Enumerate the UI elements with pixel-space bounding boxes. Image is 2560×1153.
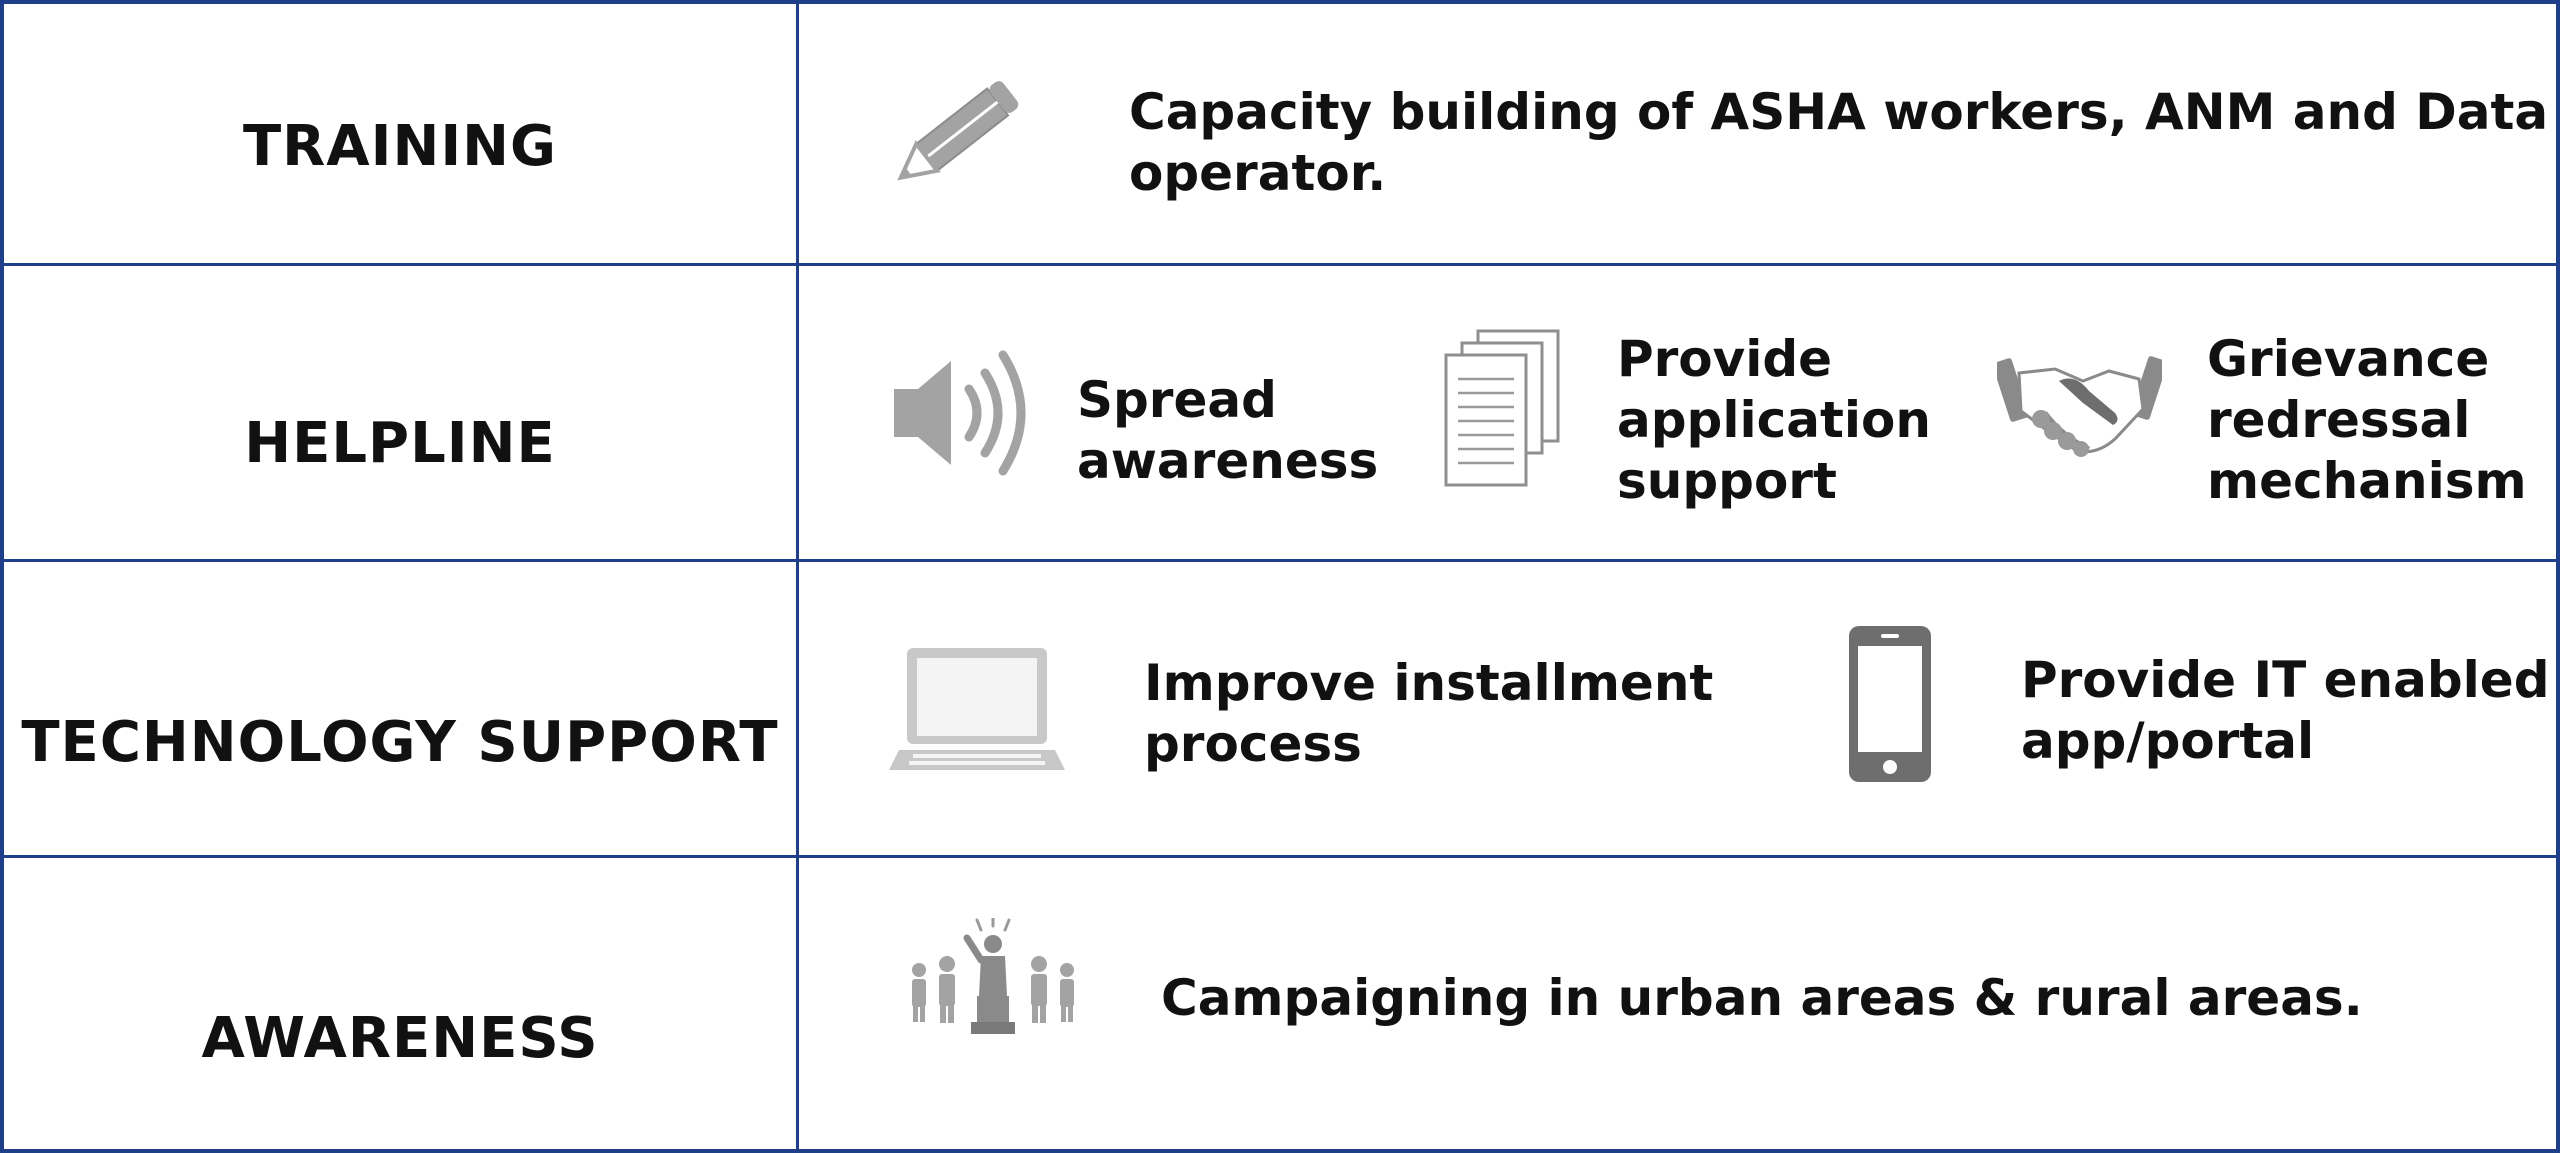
item-text-capacity-building: Capacity building of ASHA workers, ANM a… — [1129, 83, 2549, 202]
row-label-cell-helpline: HELPLINE — [4, 266, 799, 562]
row-label-cell-training: TRAINING — [4, 4, 799, 266]
handshake-icon — [1997, 351, 2162, 466]
item-text-grievance-redressal: Grievance redressal mechanism — [2207, 330, 2527, 510]
item-text-it-enabled-portal: Provide IT enabled app/portal — [2021, 651, 2550, 770]
smartphone-icon — [1847, 624, 1933, 784]
row-content-awareness: Campaigning in urban areas & rural areas… — [799, 858, 2556, 1149]
laptop-icon — [887, 646, 1067, 776]
row-content-technology-support: Improve installment process Provide IT e… — [799, 562, 2556, 858]
row-label-cell-awareness: AWARENESS — [4, 858, 799, 1149]
row-label-technology-support: TECHNOLOGY SUPPORT — [21, 710, 779, 775]
row-content-helpline: Spread awareness Provide application sup… — [799, 266, 2556, 562]
row-label-training: TRAINING — [242, 114, 558, 179]
row-label-cell-technology-support: TECHNOLOGY SUPPORT — [4, 562, 799, 858]
item-text-spread-awareness: Spread awareness — [1077, 371, 1379, 490]
row-label-awareness: AWARENESS — [201, 1006, 599, 1071]
speaker-icon — [889, 341, 1039, 486]
row-content-training: Capacity building of ASHA workers, ANM a… — [799, 4, 2556, 266]
row-label-helpline: HELPLINE — [244, 411, 556, 476]
crowd-speaker-icon — [907, 918, 1087, 1043]
pencil-icon — [894, 62, 1034, 197]
item-text-installment-process: Improve installment process — [1144, 654, 1714, 773]
item-text-application-support: Provide application support — [1617, 330, 1931, 510]
item-text-campaigning: Campaigning in urban areas & rural areas… — [1161, 969, 2363, 1027]
documents-icon — [1434, 329, 1564, 489]
